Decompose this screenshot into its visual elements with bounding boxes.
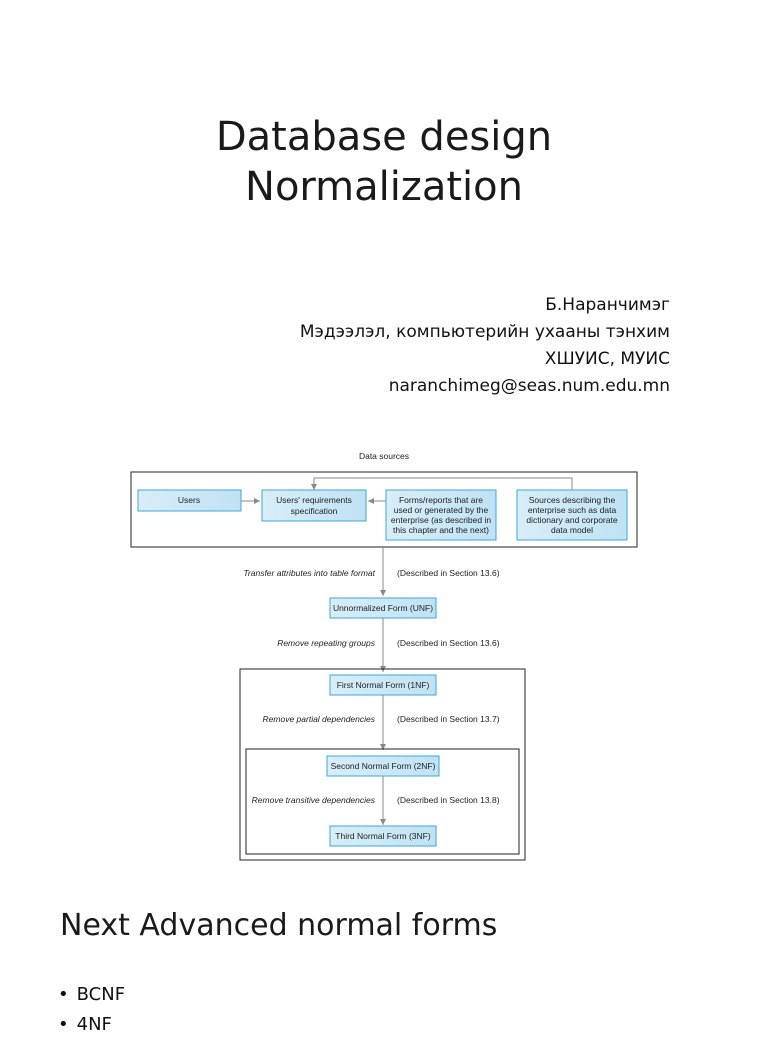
sources-line-2: enterprise such as data bbox=[528, 505, 617, 515]
step-1-action: Transfer attributes into table format bbox=[243, 568, 375, 578]
forms-line-3: enterprise (as described in bbox=[391, 515, 491, 525]
forms-line-1: Forms/reports that are bbox=[399, 495, 483, 505]
requirements-box bbox=[261, 489, 367, 522]
unf-label: Unnormalized Form (UNF) bbox=[333, 603, 433, 613]
step-1-ref: (Described in Section 13.6) bbox=[397, 568, 500, 578]
step-4-ref: (Described in Section 13.8) bbox=[397, 795, 500, 805]
slide-title: Database design Normalization bbox=[0, 112, 768, 212]
list-item: 4NF bbox=[58, 1010, 125, 1040]
forms-line-2: used or generated by the bbox=[394, 505, 489, 515]
nf2-label: Second Normal Form (2NF) bbox=[331, 761, 436, 771]
author-school: ХШУИС, МУИС bbox=[544, 349, 670, 369]
requirements-line-1: Users' requirements bbox=[276, 495, 352, 505]
list-item: BCNF bbox=[58, 980, 125, 1010]
advanced-forms-list: BCNF 4NF bbox=[58, 980, 125, 1040]
section-heading: Next Advanced normal forms bbox=[60, 908, 498, 943]
title-line-2: Normalization bbox=[245, 164, 523, 210]
sources-line-1: Sources describing the bbox=[529, 495, 616, 505]
data-sources-label: Data sources bbox=[359, 451, 409, 461]
feedback-arrow bbox=[311, 477, 573, 491]
title-line-1: Database design bbox=[215, 114, 553, 160]
sources-box bbox=[516, 489, 628, 541]
forms-line-4: this chapter and the next) bbox=[393, 525, 489, 535]
sources-line-3: dictionary and corporate bbox=[526, 515, 617, 525]
step-3-action: Remove partial dependencies bbox=[263, 714, 376, 724]
normalization-flow-diagram: Data sources Users Users' requirements s… bbox=[130, 451, 638, 861]
nf1-label: First Normal Form (1NF) bbox=[337, 680, 430, 690]
author-name: Б.Наранчимэг bbox=[545, 295, 670, 315]
nf3-label: Third Normal Form (3NF) bbox=[335, 831, 431, 841]
nf3-box bbox=[329, 825, 437, 847]
author-email[interactable]: naranchimeg@seas.num.edu.mn bbox=[388, 376, 670, 396]
normal-forms-frame bbox=[239, 668, 526, 861]
step-2-ref: (Described in Section 13.6) bbox=[397, 638, 500, 648]
sources-line-4: data model bbox=[551, 525, 593, 535]
users-label: Users bbox=[178, 495, 200, 505]
requirements-line-2: specification bbox=[291, 506, 338, 516]
data-sources-frame bbox=[130, 471, 638, 548]
inner-normal-forms-frame bbox=[245, 748, 520, 855]
step-2-action: Remove repeating groups bbox=[277, 638, 376, 648]
step-3-ref: (Described in Section 13.7) bbox=[397, 714, 500, 724]
forms-box bbox=[385, 489, 497, 541]
step-4-action: Remove transitive dependencies bbox=[252, 795, 376, 805]
author-department: Мэдээлэл, компьютерийн ухааны тэнхим bbox=[299, 322, 670, 342]
author-block: Б.Наранчимэг Мэдээлэл, компьютерийн ухаа… bbox=[300, 292, 670, 400]
